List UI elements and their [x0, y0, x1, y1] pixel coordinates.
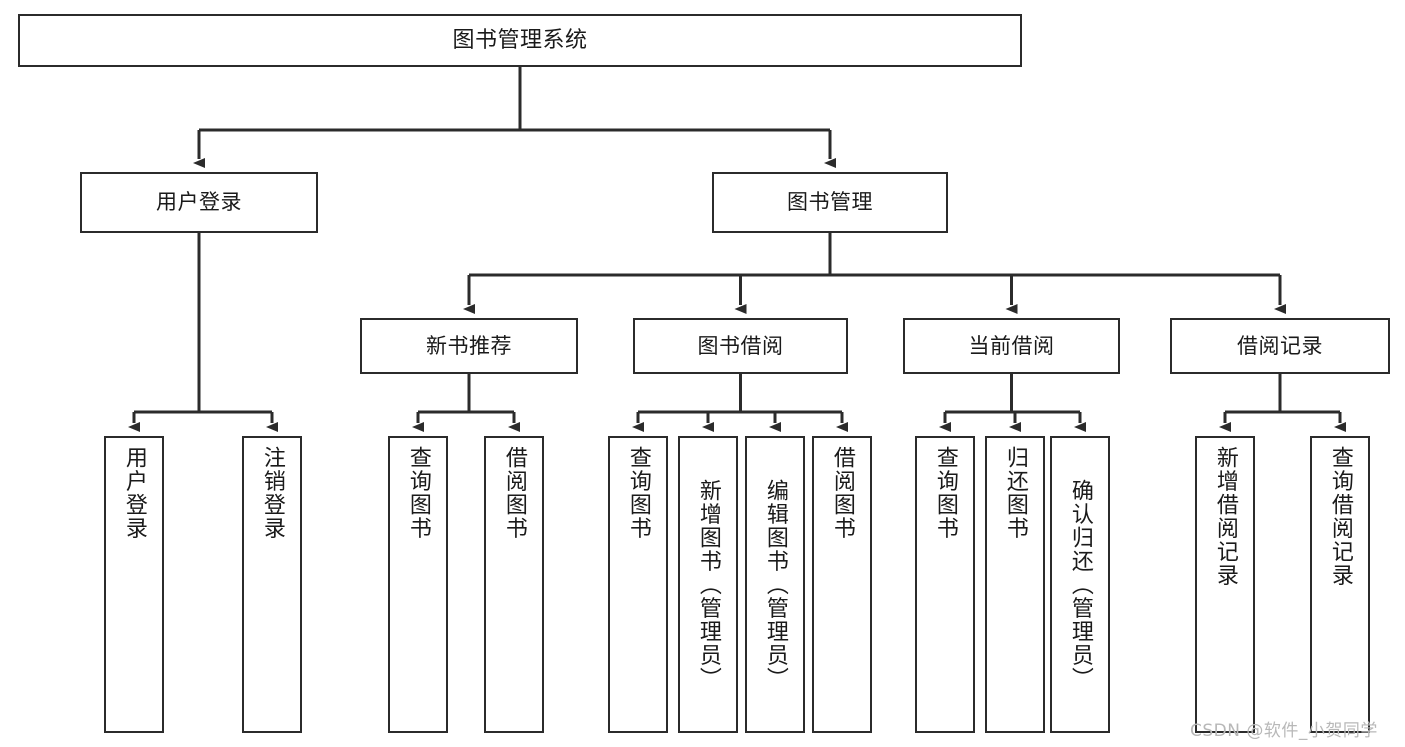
- leaf-return-book[interactable]: 归还图书: [985, 436, 1045, 733]
- node-label: 新增借阅记录: [1212, 446, 1238, 587]
- node-label: 确认归还（管理员）: [1067, 478, 1093, 691]
- leaf-user-login[interactable]: 用户登录: [104, 436, 164, 733]
- node-book-manage[interactable]: 图书管理: [712, 172, 948, 233]
- node-label: 用户登录: [121, 446, 147, 540]
- node-label: 借阅图书: [829, 446, 855, 540]
- node-label: 查询图书: [625, 446, 651, 540]
- node-label: 用户登录: [156, 190, 242, 215]
- node-root[interactable]: 图书管理系统: [18, 14, 1022, 67]
- csdn-watermark: CSDN @软件_小贺同学: [1190, 721, 1378, 741]
- node-label: 新书推荐: [426, 333, 512, 358]
- leaf-query-book-3[interactable]: 查询图书: [915, 436, 975, 733]
- node-label: 图书管理: [787, 190, 873, 215]
- leaf-logout[interactable]: 注销登录: [242, 436, 302, 733]
- node-label: 查询图书: [932, 446, 958, 540]
- leaf-edit-book[interactable]: 编辑图书（管理员）: [745, 436, 805, 733]
- node-label: 借阅图书: [501, 446, 527, 540]
- node-label: 图书管理系统: [452, 27, 588, 53]
- node-user-login[interactable]: 用户登录: [80, 172, 318, 233]
- leaf-confirm-return[interactable]: 确认归还（管理员）: [1050, 436, 1110, 733]
- node-current-borrow[interactable]: 当前借阅: [903, 318, 1120, 374]
- node-label: 新增图书（管理员）: [695, 478, 721, 691]
- node-label: 当前借阅: [968, 333, 1055, 358]
- leaf-borrow-book-2[interactable]: 借阅图书: [812, 436, 872, 733]
- node-label: 编辑图书（管理员）: [762, 478, 788, 691]
- node-label: 借阅记录: [1237, 333, 1323, 358]
- node-label: 查询图书: [405, 446, 431, 540]
- node-borrow-record[interactable]: 借阅记录: [1170, 318, 1390, 374]
- node-label: 图书借阅: [697, 333, 784, 358]
- node-book-borrow[interactable]: 图书借阅: [633, 318, 848, 374]
- leaf-add-book[interactable]: 新增图书（管理员）: [678, 436, 738, 733]
- node-label: 注销登录: [259, 446, 285, 540]
- node-label: 归还图书: [1002, 446, 1028, 540]
- leaf-add-record[interactable]: 新增借阅记录: [1195, 436, 1255, 733]
- leaf-query-record[interactable]: 查询借阅记录: [1310, 436, 1370, 733]
- node-label: 查询借阅记录: [1327, 446, 1353, 587]
- node-new-book-rec[interactable]: 新书推荐: [360, 318, 578, 374]
- leaf-borrow-book-1[interactable]: 借阅图书: [484, 436, 544, 733]
- leaf-query-book-2[interactable]: 查询图书: [608, 436, 668, 733]
- leaf-query-book-1[interactable]: 查询图书: [388, 436, 448, 733]
